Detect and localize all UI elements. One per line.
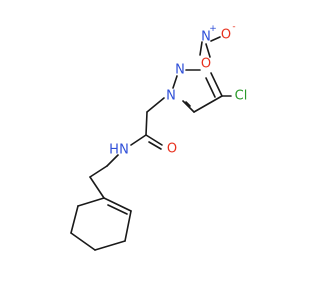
bond-ring-3 xyxy=(94,240,126,251)
bond-nitro-o-double-a xyxy=(205,43,211,58)
atom-cl-text: Cl xyxy=(235,89,248,104)
bond-co-o-double xyxy=(148,141,162,150)
atom-o-minus: O - xyxy=(221,22,236,43)
bond-co-o xyxy=(145,134,163,146)
bond-ch2b-ring xyxy=(89,176,105,199)
bond-nitro-ring xyxy=(199,41,203,56)
atom-n-nitro-charge: + xyxy=(209,24,217,34)
bond-c3-c4-double xyxy=(205,77,216,98)
bond-nh-ch2a xyxy=(106,154,119,167)
atom-labels: O - N + O N N Cl O N H xyxy=(109,22,247,158)
bond-ring-2 xyxy=(124,210,132,242)
atom-n-ring1: N xyxy=(166,89,176,104)
atom-nh-amide: N H xyxy=(109,143,129,158)
atom-n-nitro-text: N xyxy=(201,30,211,45)
bond-ring-4 xyxy=(70,232,96,251)
atom-cl: Cl xyxy=(235,89,248,104)
bond-n-ominus xyxy=(210,36,221,42)
bond-n1-n2 xyxy=(172,75,178,89)
bond-c3-c4 xyxy=(210,72,223,97)
bonds xyxy=(70,36,232,251)
bond-ring-1 xyxy=(103,197,132,212)
atom-o-nitro-text: O xyxy=(201,57,211,72)
bond-ring-5 xyxy=(70,205,79,234)
bond-ch2-co xyxy=(145,111,148,136)
atom-o-amide: O xyxy=(167,142,177,157)
bond-c5-n1 xyxy=(182,100,195,113)
atom-o-minus-charge: - xyxy=(232,22,235,32)
bond-co-nh xyxy=(130,134,147,146)
atom-o-minus-text: O xyxy=(221,28,231,43)
atom-n-ring1-text: N xyxy=(166,89,176,104)
atom-o-amide-text: O xyxy=(167,142,177,157)
atom-n-ring2-text: N xyxy=(175,63,185,78)
bond-n1-ch2 xyxy=(146,97,165,113)
atom-nh-amide-h: H xyxy=(109,143,119,158)
atom-n-nitro: N + xyxy=(201,24,217,45)
structure-diagram: O - N + O N N Cl O N H xyxy=(70,22,247,251)
bond-ring-6 xyxy=(77,197,105,207)
bond-c4-c5 xyxy=(193,95,223,113)
bond-c5-n1-double xyxy=(185,101,191,107)
atom-n-ring2: N xyxy=(175,63,185,78)
atom-nh-amide-text: N xyxy=(119,143,129,158)
bond-ch2a-ch2b xyxy=(89,165,108,178)
atom-o-nitro: O xyxy=(201,57,211,72)
bond-ring-double xyxy=(107,204,128,215)
